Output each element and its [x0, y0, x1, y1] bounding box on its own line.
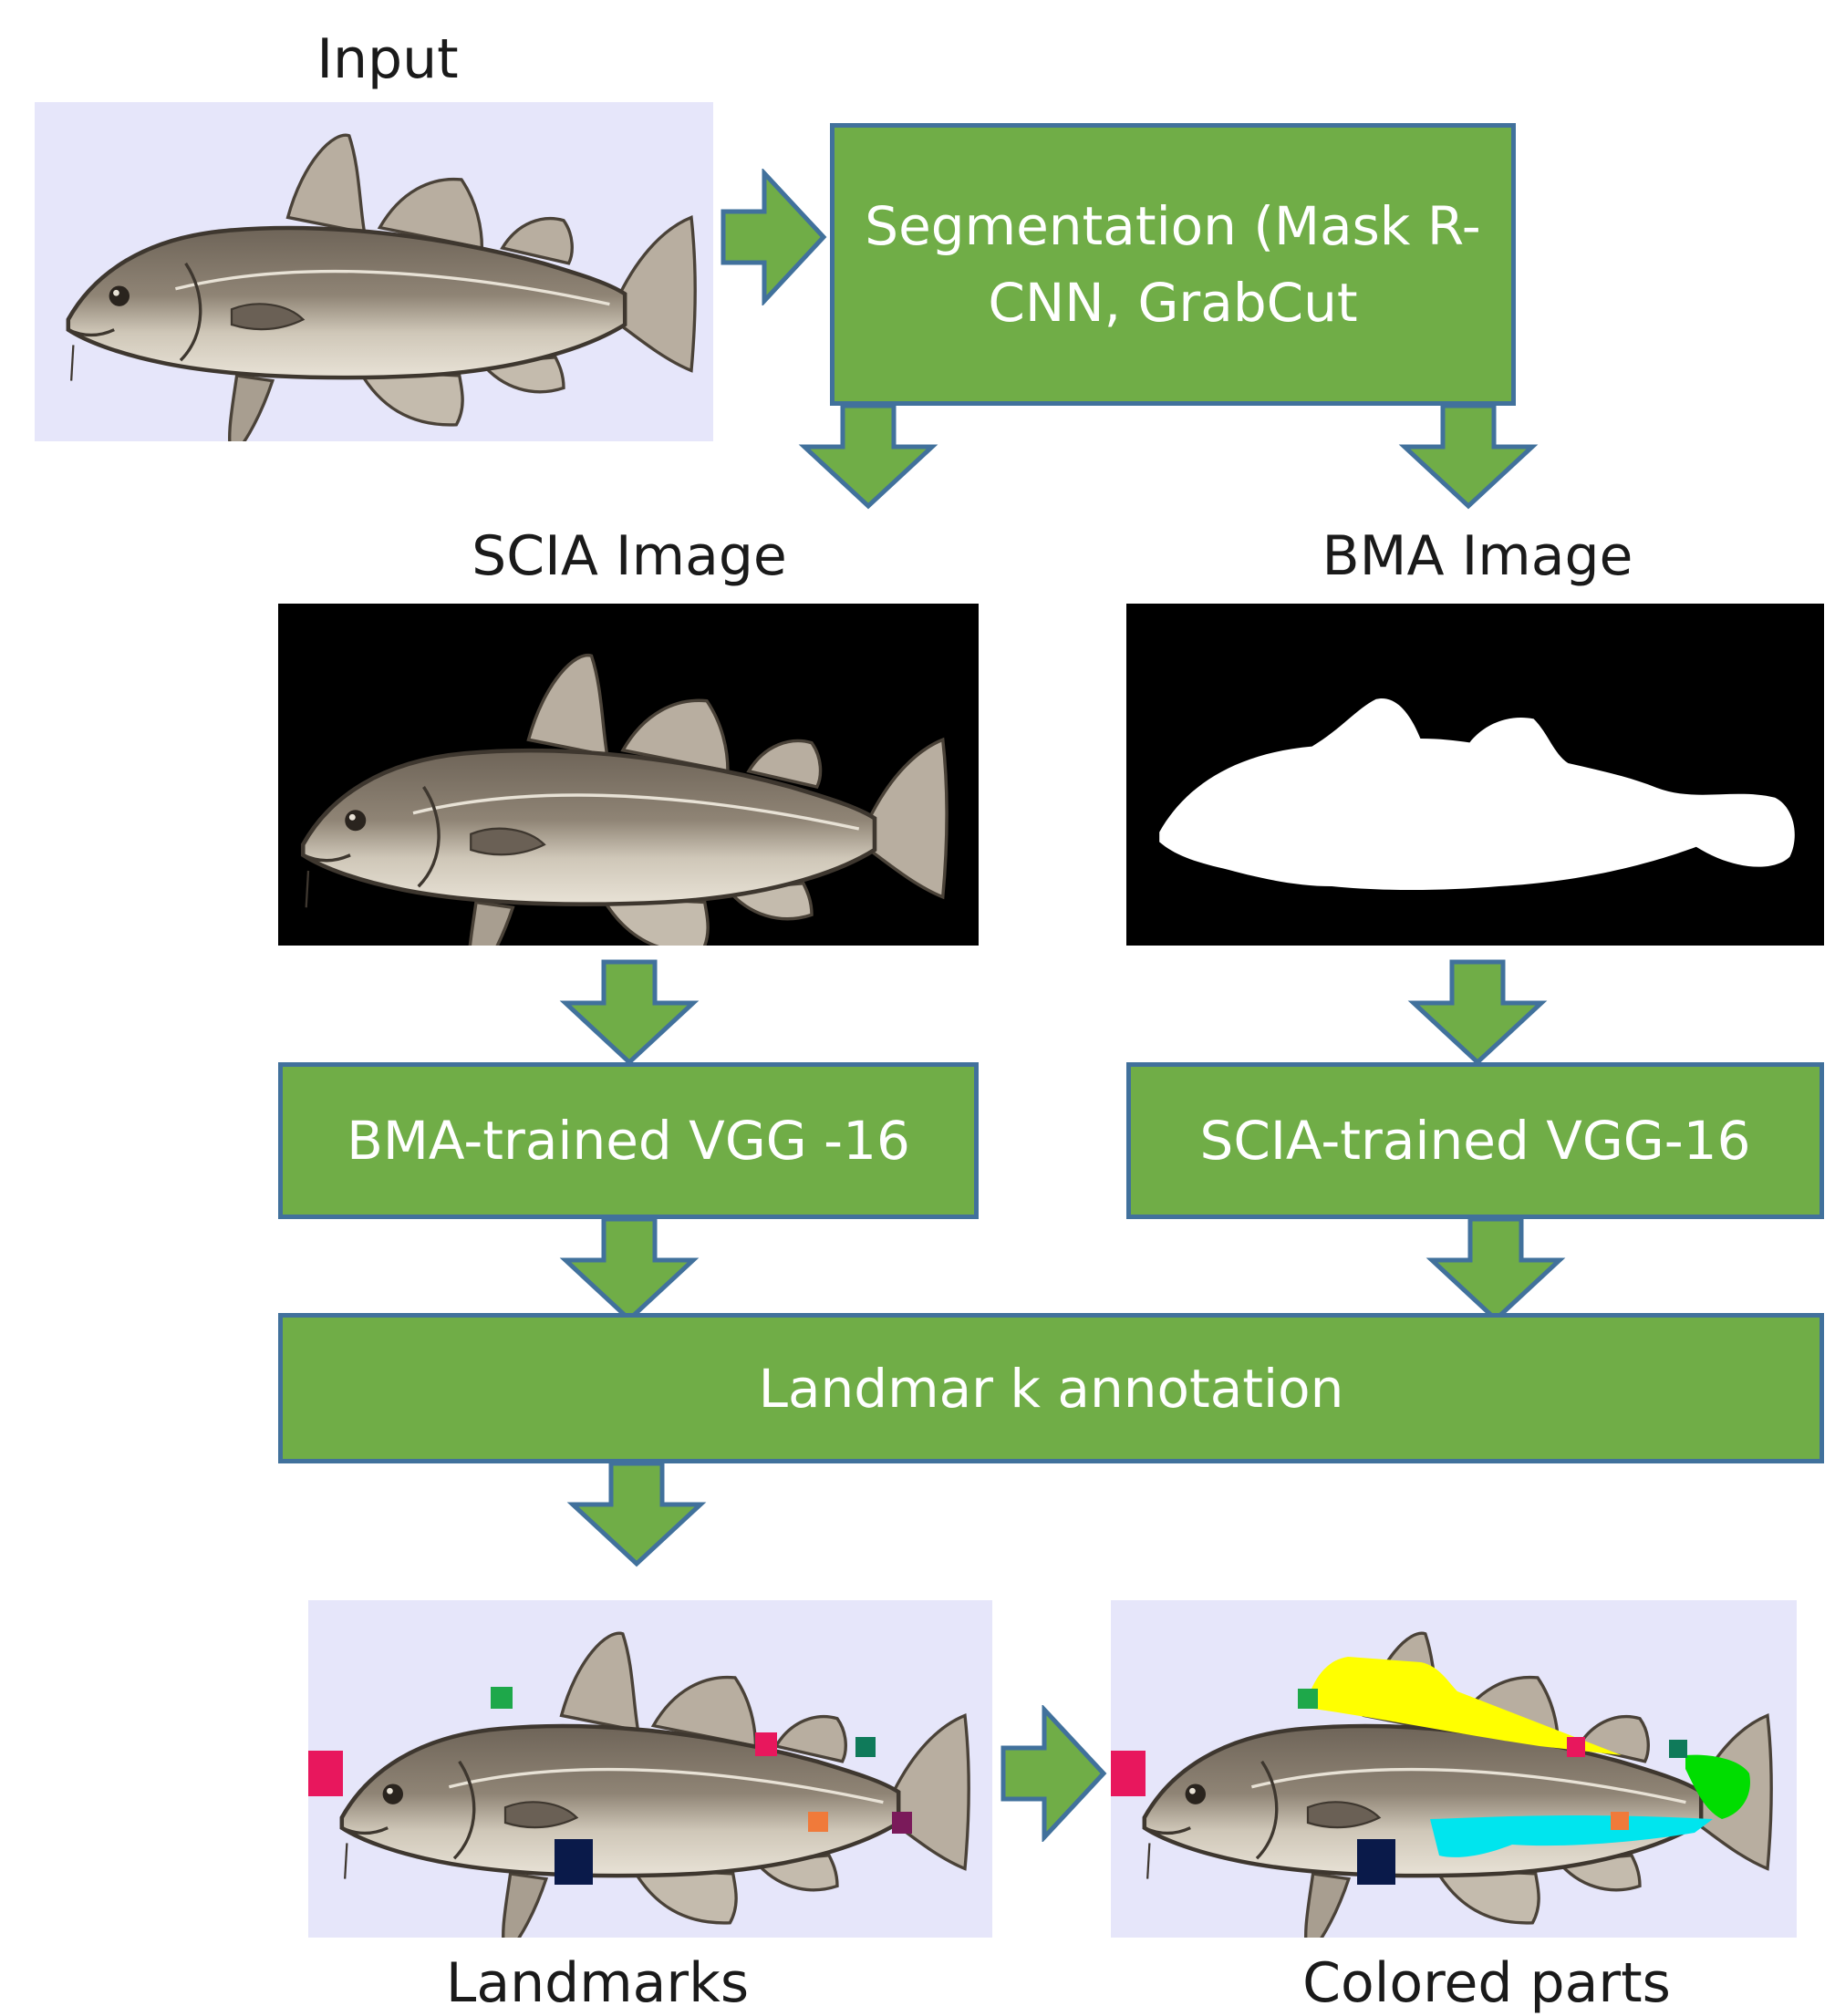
scia-image-label: SCIA Image [472, 524, 787, 588]
scia-trained-vgg-box: SCIA-trained VGG-16 [1126, 1062, 1824, 1219]
scia-fish-segmented [278, 604, 979, 946]
bma-image-label: BMA Image [1322, 524, 1633, 588]
landmark-annotation-label: Landmar k annotation [758, 1357, 1344, 1420]
bma-trained-vgg-box: BMA-trained VGG -16 [278, 1062, 979, 1219]
arrow-landmarks-to-colored [996, 1705, 1110, 1842]
colored-parts-label: Colored parts [1302, 1951, 1671, 2015]
colored-landmark-mouth [1111, 1751, 1146, 1796]
bma-trained-vgg-label: BMA-trained VGG -16 [347, 1110, 910, 1172]
colored-landmark-dorsal-mid [1567, 1737, 1585, 1757]
arrow-segmentation-to-bma [1395, 401, 1541, 520]
landmark-belly [555, 1839, 593, 1885]
bma-image [1126, 604, 1824, 946]
arrow-scia-vgg-to-landmark [1423, 1215, 1569, 1328]
landmarks-label: Landmarks [445, 1951, 750, 2015]
landmark-dorsal-start [491, 1687, 513, 1709]
ventral-part [1430, 1814, 1713, 1857]
colored-landmark-belly [1357, 1839, 1395, 1885]
dorsal-part [1307, 1657, 1622, 1755]
input-fish-illustration [35, 102, 713, 441]
arrow-bma-vgg-to-landmark [556, 1215, 702, 1328]
colored-landmark-dorsal-start [1298, 1689, 1318, 1709]
landmark-tail-base [892, 1812, 912, 1834]
landmarks-image [308, 1600, 992, 1938]
colored-landmark-dorsal-end [1669, 1740, 1687, 1758]
segmentation-box: Segmentation (Mask R- CNN, GrabCut [830, 123, 1516, 406]
input-label: Input [316, 27, 459, 91]
landmark-anal-end [808, 1812, 828, 1832]
segmentation-line-2: CNN, GrabCut [988, 272, 1358, 334]
landmarks-fish [308, 1600, 992, 1938]
landmark-dorsal-end [855, 1737, 876, 1757]
arrow-segmentation-to-scia [795, 401, 941, 520]
scia-image [278, 604, 979, 946]
input-image [35, 102, 713, 441]
landmark-mouth [308, 1751, 343, 1796]
arrow-input-to-segmentation [716, 169, 830, 305]
colored-parts-image [1111, 1600, 1797, 1938]
landmark-dorsal-mid [755, 1732, 777, 1756]
bma-fish-silhouette [1159, 698, 1795, 891]
tail-part [1685, 1754, 1750, 1819]
segmentation-line-1: Segmentation (Mask R- [865, 194, 1481, 257]
arrow-landmark-to-output [564, 1459, 710, 1573]
colored-parts-fish [1111, 1600, 1797, 1938]
colored-landmark-anal-end [1611, 1812, 1629, 1830]
arrow-bma-to-vgg [1405, 957, 1550, 1071]
landmark-annotation-box: Landmar k annotation [278, 1313, 1824, 1463]
arrow-scia-to-vgg [556, 957, 702, 1071]
scia-trained-vgg-label: SCIA-trained VGG-16 [1199, 1110, 1751, 1172]
